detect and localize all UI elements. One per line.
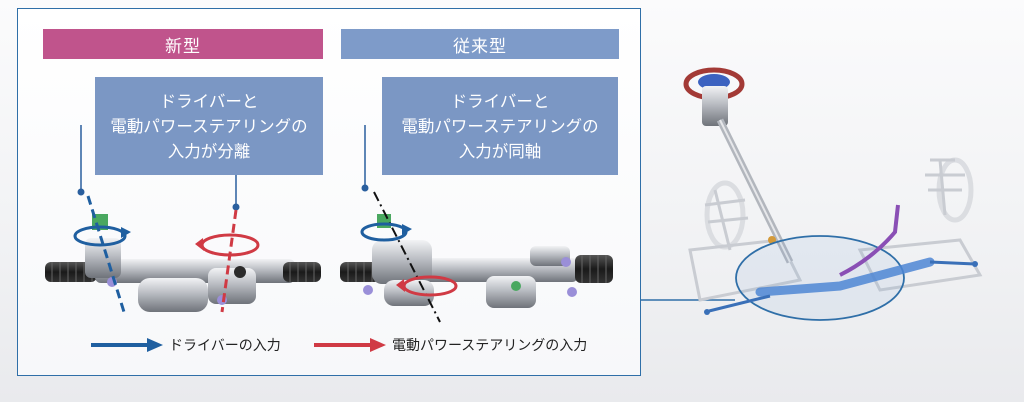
comparison-panel: 新型 従来型 ドライバーと 電動パワーステアリングの 入力が分離 ドライバーと …	[17, 8, 641, 376]
callout-line: ドライバーと	[159, 91, 259, 111]
old-type-steering-gear	[340, 125, 613, 323]
legend-motor-label: 電動パワーステアリングの入力	[392, 338, 588, 354]
callout-line: 電動パワーステアリングの	[401, 116, 599, 136]
callout-line: 入力が分離	[167, 141, 251, 161]
old-type-callout: ドライバーと 電動パワーステアリングの 入力が同軸	[382, 77, 618, 175]
new-type-header: 新型	[43, 29, 323, 59]
legend-driver-label: ドライバーの入力	[169, 338, 281, 354]
callout-line: 電動パワーステアリングの	[110, 116, 308, 136]
new-type-steering-gear	[45, 125, 321, 313]
new-type-callout: ドライバーと 電動パワーステアリングの 入力が分離	[95, 77, 323, 175]
legend-motor-input: 電動パワーステアリングの入力	[314, 335, 587, 355]
red-arrow-icon	[314, 338, 386, 352]
blue-arrow-icon	[91, 338, 163, 352]
callout-line: ドライバーと	[450, 91, 550, 111]
callout-line: 入力が同軸	[458, 141, 542, 161]
vehicle-steering-system-illustration	[683, 67, 983, 321]
old-type-header: 従来型	[341, 29, 619, 59]
legend-driver-input: ドライバーの入力	[91, 335, 281, 355]
